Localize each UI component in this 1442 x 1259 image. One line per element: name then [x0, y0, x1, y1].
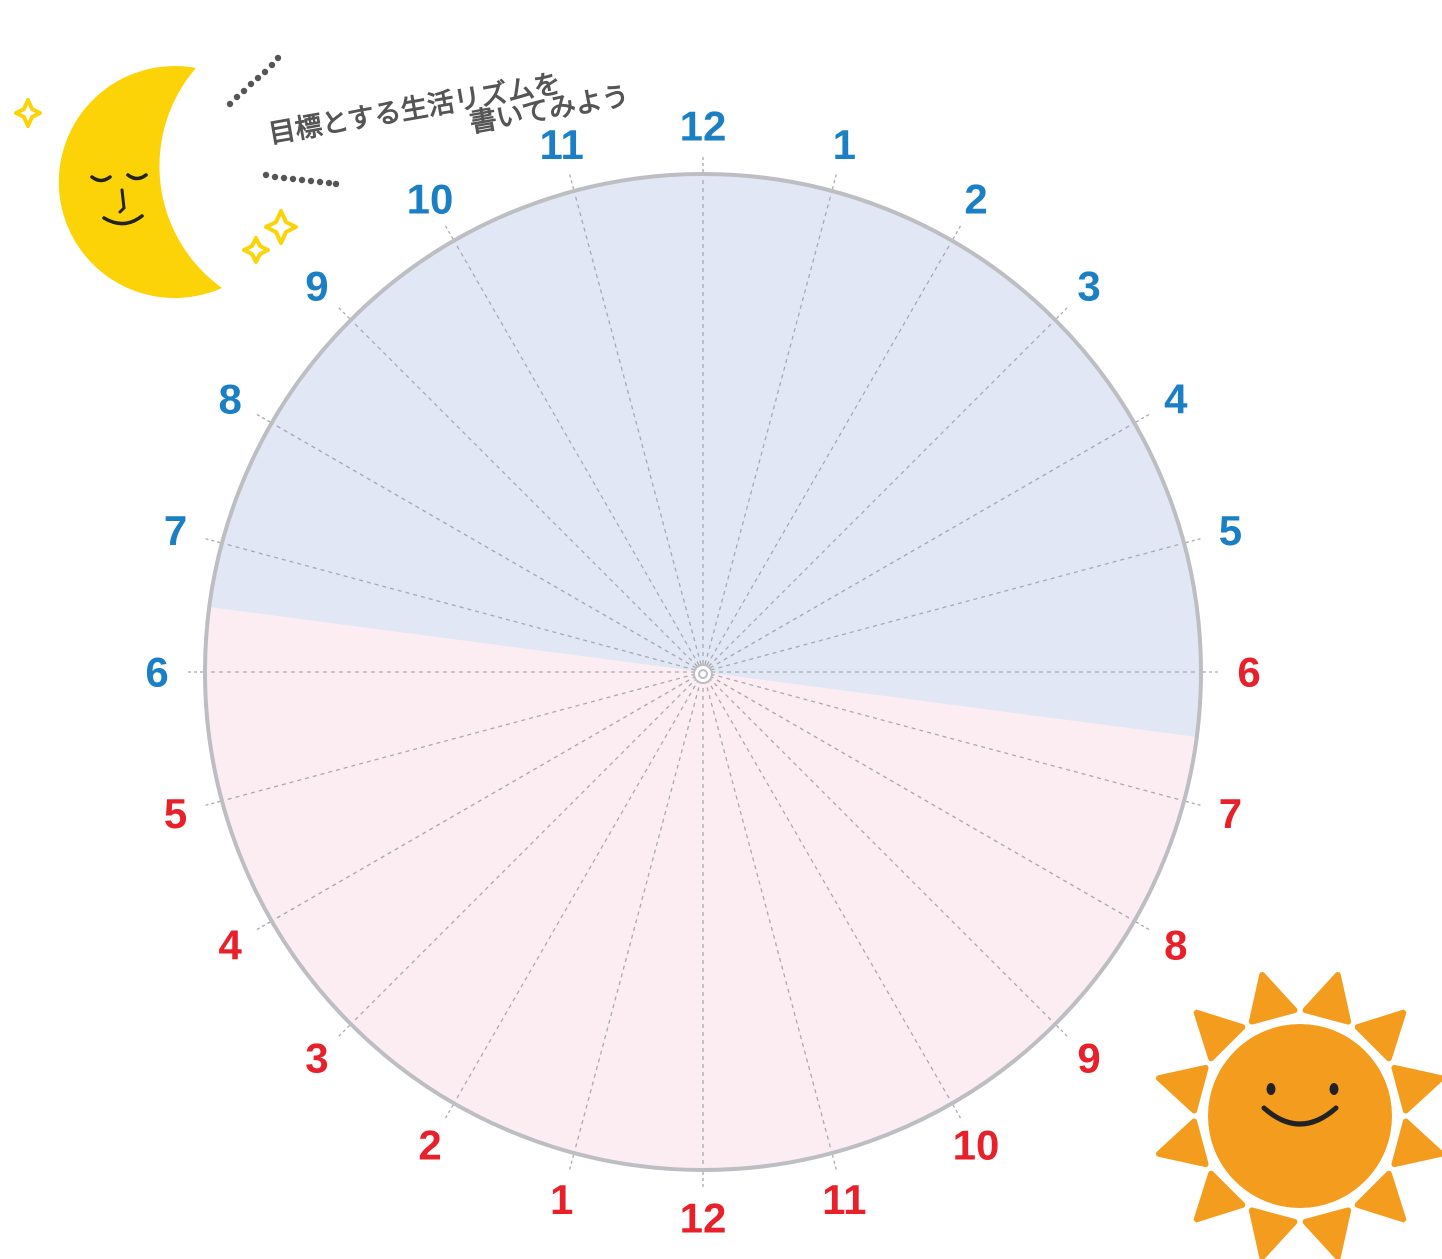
hour-tick: [1185, 537, 1204, 544]
hour-label: 9: [305, 262, 328, 309]
sun-ray: [1354, 1170, 1407, 1223]
hour-label: 7: [164, 507, 187, 554]
hour-label: 10: [953, 1121, 1000, 1168]
hour-label: 12: [680, 1195, 727, 1242]
hour-tick: [952, 223, 963, 240]
clock-face-night-fill: [209, 174, 1201, 738]
sun-ray: [1391, 1118, 1442, 1168]
hour-label: 5: [1219, 507, 1242, 554]
hour-tick: [831, 1154, 838, 1173]
sparkle-icon: [14, 98, 298, 264]
hour-tick: [1135, 921, 1152, 932]
hour-tick: [336, 1025, 350, 1039]
hour-spoke: [350, 671, 704, 1025]
sun-ray: [1354, 1009, 1407, 1062]
hour-label: 11: [539, 121, 583, 168]
hour-label: 3: [1077, 262, 1100, 309]
center-hub: [693, 664, 713, 684]
hour-tick: [1056, 1025, 1070, 1039]
hour-spoke: [453, 240, 704, 673]
hour-label: 6: [145, 649, 168, 696]
hour-label: 7: [1219, 790, 1242, 837]
hour-tick: [254, 412, 271, 423]
hour-label: 4: [218, 922, 242, 969]
sleeping-moon-icon: [58, 66, 223, 299]
sun-ray: [1248, 971, 1298, 1025]
hour-spoke: [271, 422, 704, 673]
hour-tick: [443, 223, 454, 240]
speech-dots: [226, 54, 340, 188]
hour-label: 2: [964, 176, 987, 223]
hour-spoke: [573, 190, 704, 673]
hour-tick: [202, 537, 221, 544]
hour-spoke: [702, 671, 1185, 802]
sun-ray: [1302, 971, 1352, 1025]
hour-spoke: [702, 240, 953, 673]
hour-spoke: [573, 671, 704, 1154]
hour-label: 8: [1164, 922, 1187, 969]
hour-spoke: [702, 542, 1185, 673]
hour-spoke: [702, 319, 1056, 673]
hour-spoke: [702, 671, 953, 1104]
hour-label: 4: [1164, 376, 1188, 423]
hour-label: 5: [164, 790, 187, 837]
sun-ray: [1193, 1009, 1246, 1062]
hour-tick: [568, 1154, 575, 1173]
sun-ray: [1391, 1064, 1442, 1114]
hour-label: 8: [218, 376, 241, 423]
hour-tick: [1056, 305, 1070, 319]
hour-label: 9: [1077, 1035, 1100, 1082]
hour-tick: [443, 1104, 454, 1121]
hour-tick: [831, 171, 838, 190]
sun-ray: [1155, 1064, 1209, 1114]
hour-spoke: [453, 671, 704, 1104]
hour-tick: [336, 305, 350, 319]
hour-label: 12: [680, 103, 727, 150]
hour-ticks: [185, 154, 1221, 1190]
hour-label: 1: [550, 1176, 573, 1223]
hour-spoke: [702, 671, 1056, 1025]
hour-label: 3: [305, 1035, 328, 1082]
hour-tick: [1135, 412, 1152, 423]
hour-spoke: [702, 671, 833, 1154]
hour-tick: [568, 171, 575, 190]
hour-spoke: [702, 671, 1135, 922]
hour-label: 11: [822, 1176, 866, 1223]
hour-tick: [1185, 800, 1204, 807]
hour-spoke: [221, 542, 704, 673]
hour-tick: [202, 800, 221, 807]
sun-ray: [1155, 1118, 1209, 1168]
sun-ray: [1193, 1170, 1246, 1223]
sun-ray: [1302, 1207, 1352, 1259]
hour-label: 10: [407, 176, 454, 223]
smiling-sun-icon: [1155, 971, 1442, 1259]
hour-tick: [952, 1104, 963, 1121]
sun-ray: [1248, 1207, 1298, 1259]
hour-label: 2: [418, 1121, 441, 1168]
hour-label: 6: [1237, 649, 1260, 696]
clock-rim: [203, 172, 1203, 1172]
hour-spokes: [205, 174, 1201, 1170]
hour-tick: [254, 921, 271, 932]
hour-spoke: [702, 422, 1135, 673]
hour-spoke: [271, 671, 704, 922]
hour-spoke: [221, 671, 704, 802]
hour-label: 1: [833, 121, 856, 168]
hour-spoke: [702, 190, 833, 673]
hour-spoke: [350, 319, 704, 673]
